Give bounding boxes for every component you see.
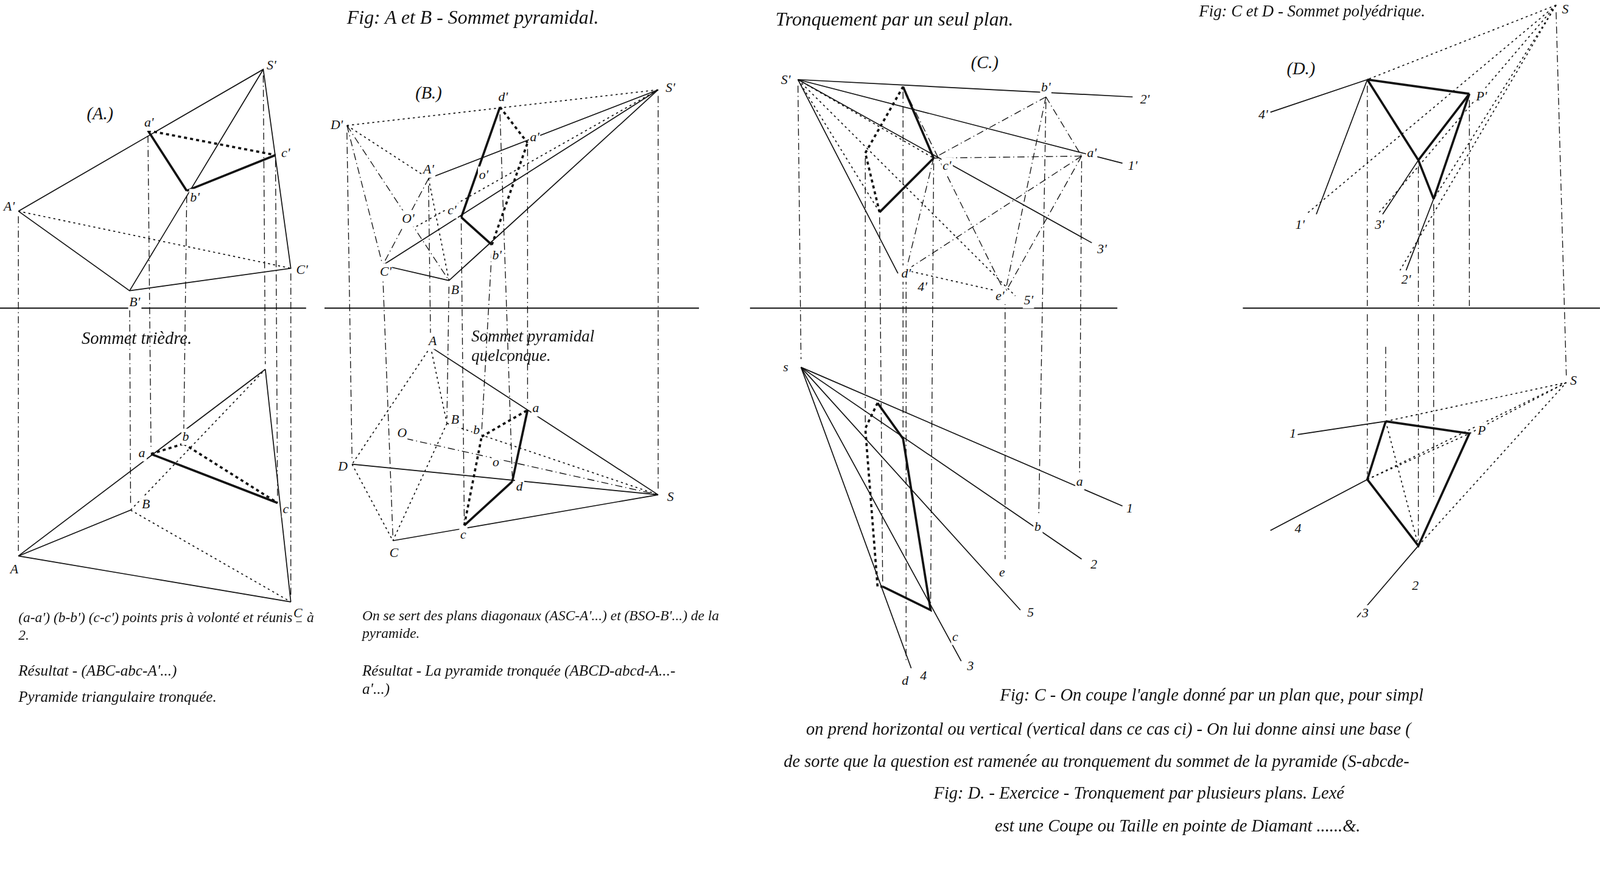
point-label: C [388,544,400,561]
point-label: 5 [1026,604,1036,621]
point-label: D' [329,116,344,133]
point-label: e' [994,287,1006,304]
point-label: c' [941,157,953,173]
note-text: est une Coupe ou Taille en pointe de Dia… [994,816,1361,838]
point-label: b' [491,247,503,264]
point-label: D [337,458,349,475]
point-label: 2 [1089,556,1099,573]
point-label: c' [446,202,458,218]
point-label: a [531,400,541,416]
note-text: Tronquement par un seul plan. [775,7,1014,32]
point-label: 1 [1125,500,1134,517]
point-label: S [1561,1,1570,18]
point-label: e [997,564,1006,581]
point-label: a [1075,473,1084,490]
point-label: A [427,333,438,349]
point-label: 2 [1410,577,1420,594]
note-text: Résultat - La pyramide tronquée (ABCD-ab… [362,661,699,698]
note-text: Fig: D. - Exercice - Tronquement par plu… [933,783,1345,805]
point-label: 1' [1126,157,1139,173]
point-label: o' [477,166,490,183]
point-label: 4' [916,278,929,295]
point-label: d' [497,88,509,105]
point-label: C [292,605,304,622]
note-text: de sorte que la question est ramenée au … [783,751,1410,773]
point-label: S' [664,79,677,96]
point-label: 4 [919,667,928,684]
point-label: d [515,478,524,495]
point-label: 1' [1294,216,1306,233]
point-label: 3' [1096,241,1109,257]
point-label: a' [1086,144,1098,161]
point-label: o [491,454,500,471]
point-label: 4' [1257,106,1269,123]
point-label: A [9,561,20,578]
point-label: B [449,411,461,428]
point-label: A' [2,197,16,214]
point-label: b [1033,518,1042,535]
point-label: 2' [1139,91,1151,108]
point-label: (B.) [414,83,443,105]
point-label: b' [189,188,201,205]
note-text: on prend horizontal ou vertical (vertica… [806,719,1412,741]
point-label: C' [378,263,393,280]
note-text: Fig: C et D - Sommet polyédrique. [1198,1,1426,21]
point-label: b [472,421,481,438]
note-text: On se sert des plans diagonaux (ASC-A'..… [362,608,730,643]
point-label: P [1476,422,1487,439]
note-text: Fig: C - On coupe l'angle donné par un p… [999,685,1423,707]
point-label: d' [900,265,913,282]
point-label: a [137,445,147,461]
point-label: (A.) [85,104,115,125]
point-label: B [449,281,461,298]
point-label: b' [1039,78,1052,95]
point-label: c' [280,144,292,161]
point-label: s [782,359,790,376]
point-label: a' [143,114,155,131]
note-text: Fig: A et B - Sommet pyramidal. [347,6,600,30]
note-text: Sommet trièdre. [81,328,192,350]
point-label: 2' [1400,271,1412,288]
point-label: c [950,628,959,645]
point-label: O [396,424,408,441]
point-label: 3' [1373,216,1386,233]
point-label: S' [779,71,792,88]
point-label: c [459,526,467,543]
point-label: 1 [1288,425,1297,442]
point-label: (D.) [1285,59,1317,80]
point-label: S [1568,372,1578,389]
point-label: 5' [1022,292,1035,309]
point-label: B [140,496,151,513]
point-label: B' [128,294,142,310]
note-text: (a-a') (b-b') (c-c') points pris à volon… [18,610,325,645]
point-label: C' [295,261,310,278]
point-label: (C.) [969,52,1000,74]
point-label: a' [529,129,541,145]
point-label: A' [421,161,435,178]
point-label: d [900,672,909,689]
point-label: 3 [1360,605,1370,622]
note-text: Pyramide triangulaire tronquée. [18,687,217,707]
point-label: O' [401,210,416,227]
note-text: Sommet pyramidal quelconque. [471,326,656,366]
point-label: b [181,428,190,445]
point-label: P' [1475,87,1488,104]
point-label: 4 [1293,520,1303,537]
point-label: S' [265,57,278,74]
note-text: Résultat - (ABC-abc-A'...) [18,661,177,680]
point-label: S [666,488,675,505]
point-label: 3 [966,658,975,674]
point-label: c [281,501,290,517]
